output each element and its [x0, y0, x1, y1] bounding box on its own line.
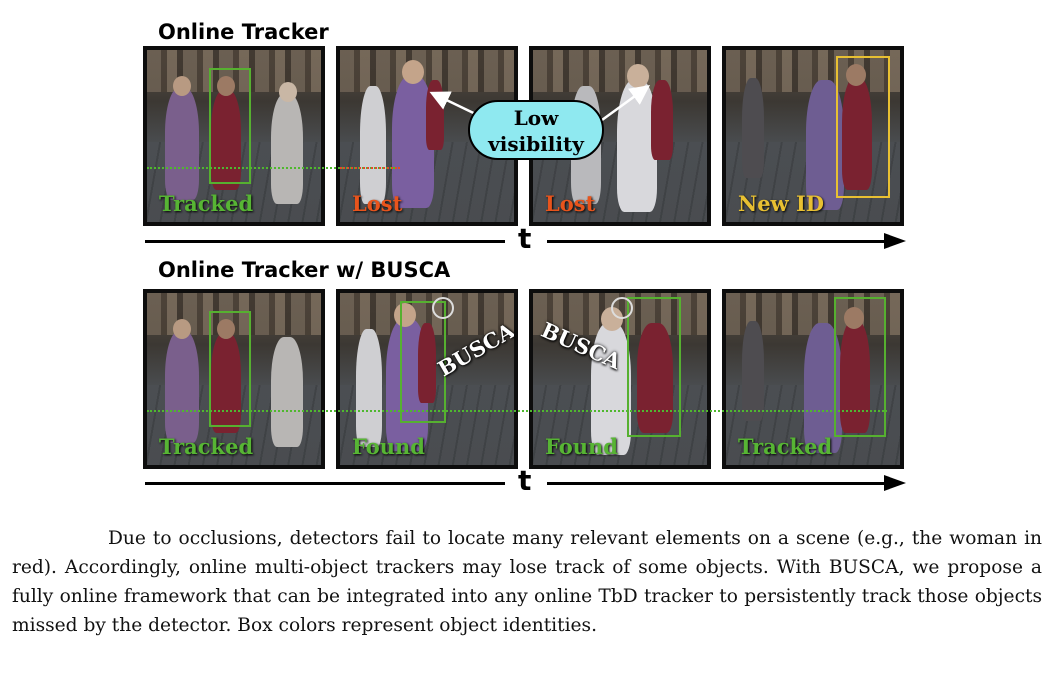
bottom-row-title: Online Tracker w/ BUSCA	[158, 258, 451, 282]
top-row-title: Online Tracker	[158, 20, 329, 44]
green-bounding-box	[209, 311, 251, 427]
time-axis-right	[547, 240, 887, 243]
time-axis-left	[145, 240, 505, 243]
frame-status-label: Lost	[545, 191, 596, 216]
bottom-frame-4: Tracked	[722, 289, 904, 469]
green-bounding-box	[400, 301, 446, 423]
frame-status-label: Found	[352, 434, 425, 459]
bottom-frame-2: BUSCA Found	[336, 289, 518, 469]
yellow-bounding-box	[836, 56, 890, 198]
time-arrowhead	[884, 233, 906, 249]
top-frame-4: New ID	[722, 46, 904, 226]
time-arrowhead	[884, 475, 906, 491]
track-trajectory-green	[147, 167, 395, 169]
time-axis-left	[145, 482, 505, 485]
frame-status-label: Tracked	[159, 191, 254, 216]
bubble-line-2: visibility	[488, 132, 584, 156]
green-bounding-box	[209, 68, 251, 184]
time-label: t	[518, 222, 532, 255]
bottom-frame-1: Tracked	[143, 289, 325, 469]
caption-text: Due to occlusions, detectors fail to loc…	[12, 528, 1042, 636]
track-trajectory-red	[340, 167, 400, 169]
top-frame-2: Lost	[336, 46, 518, 226]
track-trajectory-green	[147, 410, 887, 412]
frame-status-label: Tracked	[159, 434, 254, 459]
frame-status-label: New ID	[738, 191, 824, 216]
frame-status-label: Lost	[352, 191, 403, 216]
green-bounding-box	[834, 297, 886, 437]
magnifier-icon	[611, 297, 633, 319]
magnifier-icon	[432, 297, 454, 319]
figure-caption: Due to occlusions, detectors fail to loc…	[12, 524, 1042, 640]
frame-status-label: Found	[545, 434, 618, 459]
bubble-line-1: Low	[513, 106, 559, 130]
time-axis-right	[547, 482, 887, 485]
frame-status-label: Tracked	[738, 434, 833, 459]
green-bounding-box	[627, 297, 681, 437]
top-frame-1: Tracked	[143, 46, 325, 226]
time-label: t	[518, 464, 532, 497]
low-visibility-bubble: Low visibility	[468, 100, 604, 160]
bottom-frame-3: BUSCA Found	[529, 289, 711, 469]
